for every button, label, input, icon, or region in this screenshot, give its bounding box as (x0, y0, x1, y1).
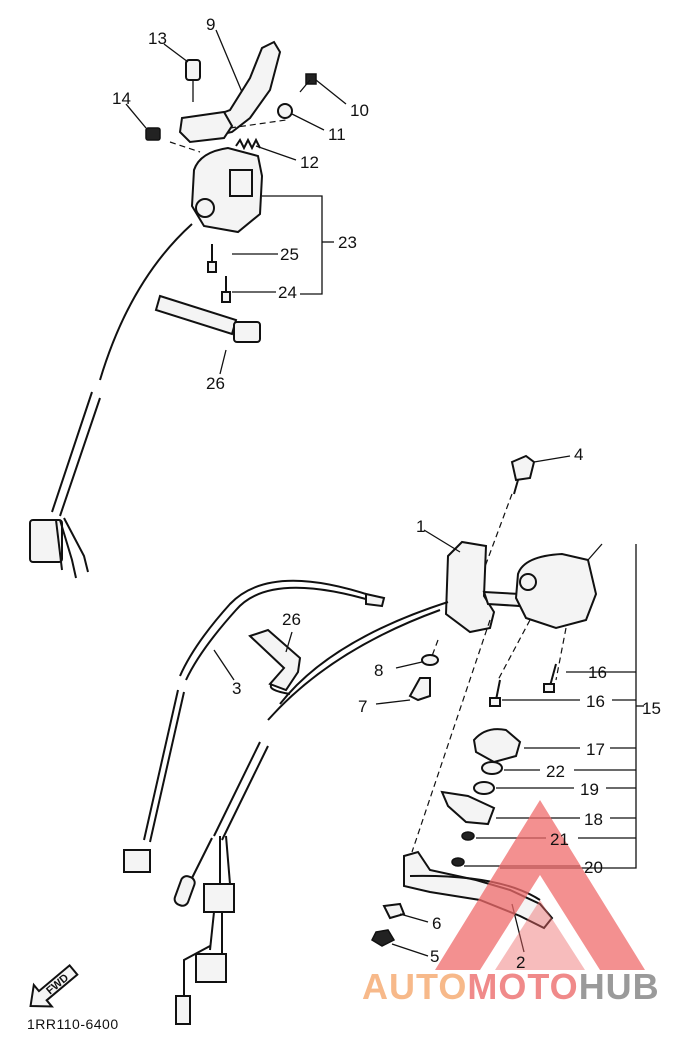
callout-13: 13 (148, 29, 167, 48)
watermark-wordmark: AUTOMOTOHUB (362, 966, 660, 1008)
adjuster-screw (305, 73, 317, 85)
front-brake-holder (444, 540, 496, 634)
callout-14: 14 (112, 89, 131, 108)
callout-20: 20 (584, 858, 603, 877)
collar (481, 761, 503, 775)
nut-20 (451, 857, 465, 867)
callout-15: 15 (642, 699, 661, 718)
watermark-auto: AUTO (362, 966, 468, 1007)
callout-18: 18 (584, 810, 603, 829)
throttle-cover (472, 728, 522, 764)
callout-2: 2 (516, 953, 525, 972)
wire-clamp (248, 628, 302, 692)
holder-bolt (408, 677, 431, 702)
callout-23: 23 (338, 233, 357, 252)
callout-4: 4 (574, 445, 583, 464)
watermark-hub: HUB (578, 966, 660, 1007)
callout-1: 1 (416, 517, 425, 536)
lower-assembly (123, 454, 644, 1025)
callout-10: 10 (350, 101, 369, 120)
right-connector-b (195, 953, 227, 983)
callout-3: 3 (232, 679, 241, 698)
callout-7: 7 (358, 697, 367, 716)
callout-25: 25 (280, 245, 299, 264)
nut-21 (461, 831, 475, 841)
callout-26-upper: 26 (206, 374, 225, 393)
callout-16-b: 16 (586, 692, 605, 711)
callout-16-a: 16 (588, 663, 607, 682)
callout-12: 12 (300, 153, 319, 172)
adjuster-collar (277, 103, 293, 119)
callout-8: 8 (374, 661, 383, 680)
callout-26-lower: 26 (282, 610, 301, 629)
right-connector-a (203, 883, 235, 913)
callout-9: 9 (206, 15, 215, 34)
callout-5: 5 (430, 947, 439, 966)
callout-labels: 13 9 14 10 11 12 23 25 24 26 4 1 26 3 8 … (112, 15, 661, 972)
watermark-moto: MOTO (467, 966, 579, 1007)
callout-24: 24 (278, 283, 297, 302)
washer (421, 654, 439, 666)
callout-6: 6 (432, 914, 441, 933)
upper-assembly (29, 29, 347, 579)
callout-22: 22 (546, 762, 565, 781)
callout-17: 17 (586, 740, 605, 759)
connector-3 (123, 849, 151, 873)
lever-nut-5 (371, 929, 396, 947)
left-connector (29, 519, 63, 563)
washer-2 (473, 781, 495, 795)
right-handlebar-switch (514, 552, 598, 630)
drawing-code: 1RR110-6400 (27, 1016, 119, 1032)
cable-guide (440, 790, 496, 826)
callout-21: 21 (550, 830, 569, 849)
lever-holder (178, 110, 234, 144)
callout-19: 19 (580, 780, 599, 799)
lever-pivot (382, 902, 406, 920)
master-cylinder-bolt (510, 454, 536, 482)
lever-nut (145, 127, 161, 141)
cable-tie (154, 294, 238, 336)
switch-button (229, 169, 253, 197)
callout-11: 11 (328, 125, 346, 144)
forward-arrow: FWD (29, 963, 79, 1008)
spring (235, 137, 261, 151)
watermark-logo-mark (435, 800, 645, 970)
lever-pivot-bolt (185, 59, 201, 81)
